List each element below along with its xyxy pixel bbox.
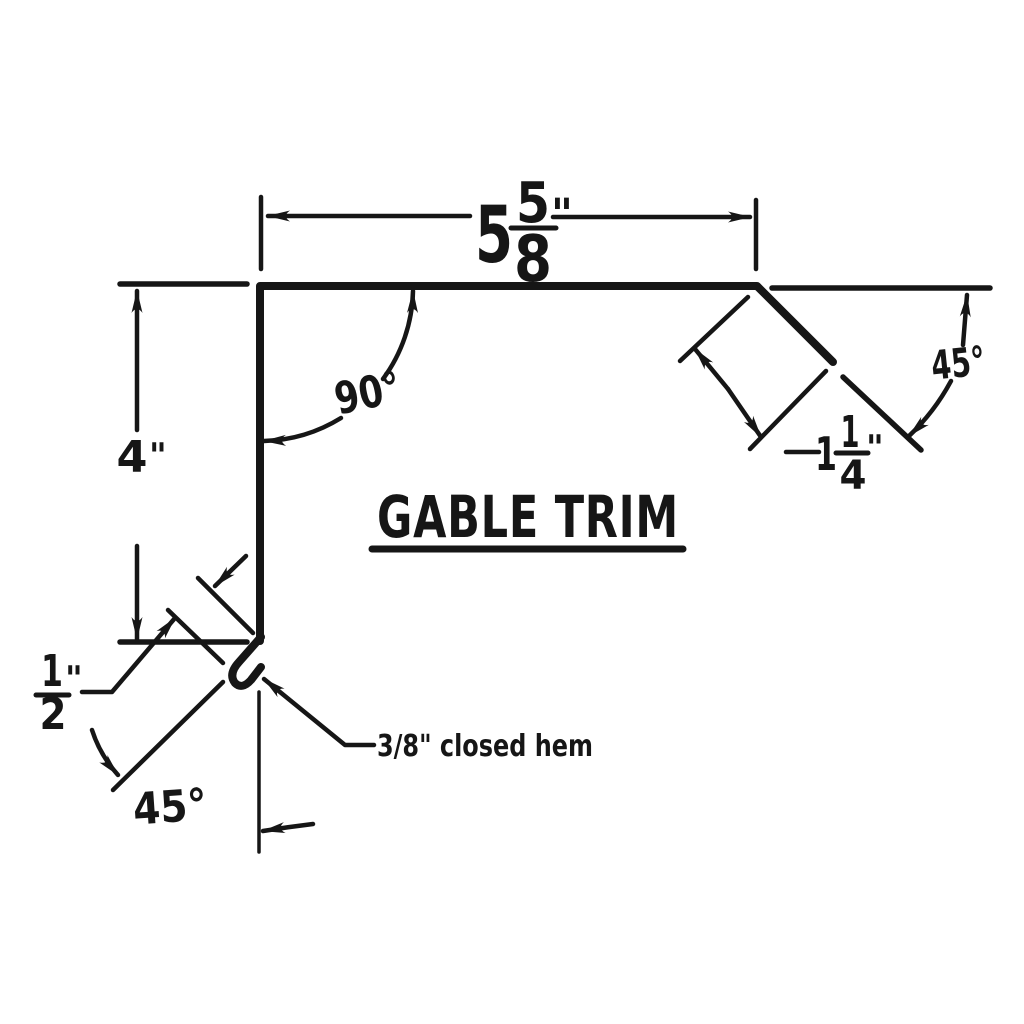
dim-leg-numerator: 1 [841,407,860,458]
dim-left-height-label: 4 " [117,432,167,483]
angle-90-label: 90° [330,362,405,426]
dim-leader-kick [79,615,178,695]
dim-top-denominator: 8 [514,223,552,297]
dim-kick-numerator: 1 [41,646,63,697]
dim-height-unit: " [149,436,167,476]
dim-top-unit: " [551,189,573,238]
page-title: GABLE TRIM [377,483,679,551]
dim-top-numerator: 5 [516,171,550,236]
drawing-title: GABLE TRIM [368,483,687,553]
dim-top-whole: 5 [475,191,513,281]
angle-arc-90-lower [261,415,344,446]
extension-line [195,575,256,636]
angle-45-bottom-label: 45° [131,780,208,836]
dim-leg-unit: " [866,428,884,468]
profile-outline [228,282,837,690]
dim-arrow-leg-upper [692,346,731,392]
dim-kick-unit: " [65,659,83,699]
dim-hem-leg-label: 1 1 4 " [815,407,884,499]
dim-leg-whole: 1 [815,427,837,481]
profile-closed-hem [228,633,265,690]
dim-arrow-leg-lower [725,386,764,440]
dim-height-value: 4 [117,432,148,483]
labels: 5 5 8 " 4 " 90° 45° 1 1 4 " 1 2 " [33,171,988,836]
angle-arc-90-upper [380,288,419,382]
dim-kick-label: 1 2 " [33,646,83,740]
extension-line [677,294,751,364]
extension-line [165,607,226,666]
dim-kick-denominator: 2 [40,689,67,740]
hem-note-label: 3/8" closed hem [377,729,593,764]
dim-arrow-kick-upper [212,553,249,589]
angle-arrow-45bl-left [89,727,121,778]
leader-hem-note [261,676,377,748]
dim-top-width-label: 5 5 8 " [475,171,573,297]
dimension-lines [79,210,971,834]
angle-arrow-45bl-right [260,821,316,834]
angle-arc-45tr [906,378,954,439]
dim-leg-denominator: 4 [840,453,867,499]
profile-body [256,282,837,645]
angle-arrow-45tr-up [959,292,971,348]
extension-lines [110,194,993,854]
angle-45-top-right-label: 45° [929,338,988,389]
extension-line [110,679,226,793]
